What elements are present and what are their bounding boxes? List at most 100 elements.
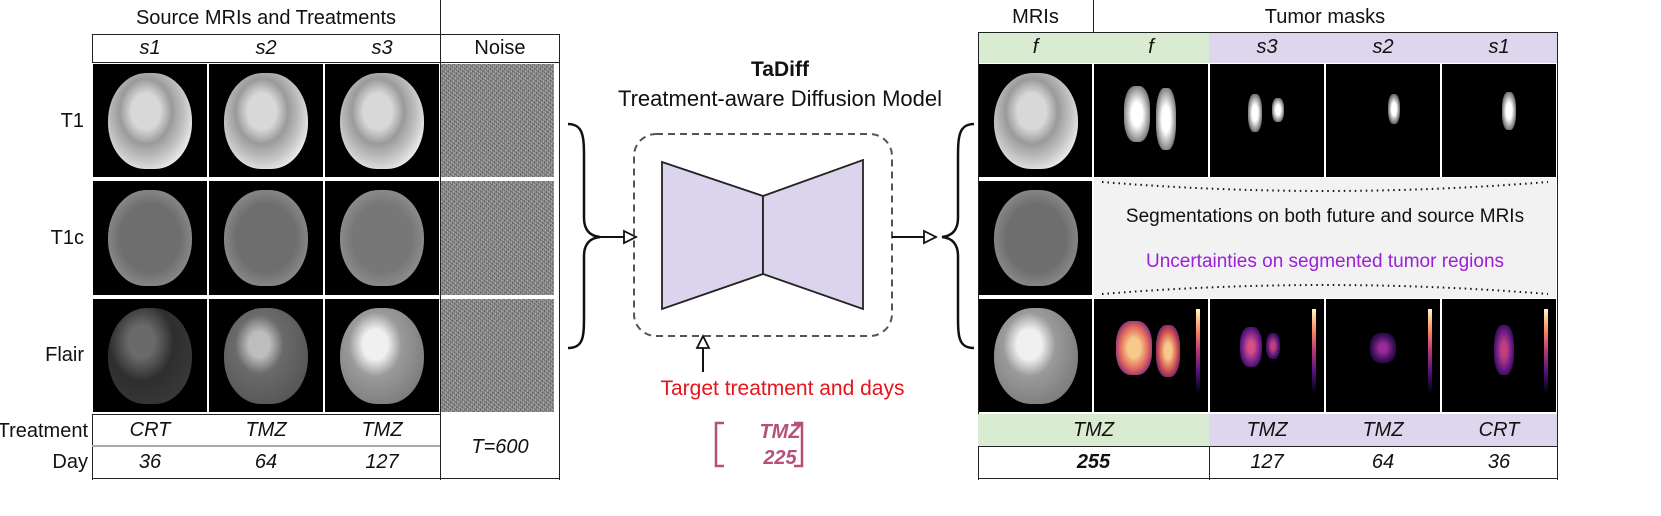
brain-image: [993, 72, 1078, 169]
divider: [92, 414, 93, 480]
mri-t1c-s3: [325, 181, 439, 295]
uncertainty-blob: [1266, 333, 1280, 359]
treatment-s3: TMZ: [361, 419, 403, 441]
brain-image: [108, 72, 192, 169]
mri-t1c-s1: [93, 181, 207, 295]
divider: [978, 32, 979, 480]
treatment-s1: CRT: [129, 419, 171, 441]
uncertainty-map-s1: [1442, 299, 1556, 412]
divider: [978, 32, 1558, 33]
model-subtitle: Treatment-aware Diffusion Model: [617, 86, 943, 111]
column-header-s2: s2: [255, 36, 277, 59]
noise-image: [441, 299, 554, 412]
uncertainty-blob: [1370, 333, 1396, 363]
tumor-mask: [1124, 86, 1150, 142]
input-arrowhead: [623, 229, 639, 245]
uncertainty-map-s3: [1210, 299, 1324, 412]
row-label-t1: T1: [60, 109, 84, 132]
row-label-t1c: T1c: [50, 226, 84, 249]
target-bracket-right: [794, 421, 804, 468]
column-header-s3: s3: [1256, 36, 1278, 58]
unet-encoder: [661, 160, 764, 311]
segmentation-text: Segmentations on both future and source …: [1125, 206, 1525, 227]
divider: [559, 34, 560, 480]
day-row-label: Day: [52, 450, 88, 473]
tumor-mask: [1502, 92, 1516, 130]
brain-image: [993, 307, 1078, 404]
segmentation-note: [1094, 178, 1556, 298]
mask-s1: [1442, 64, 1556, 177]
colorbar: [1544, 309, 1548, 393]
brain-image: [340, 307, 424, 404]
brain-image: [340, 72, 424, 169]
target-treatment: TMZ: [759, 420, 801, 443]
brain-image: [108, 307, 192, 404]
left-panel: Source MRIs and Treatments s1 s2 s3 Nois…: [0, 0, 560, 480]
future-mri-t1: [979, 64, 1092, 177]
mri-t1-s3: [325, 64, 439, 177]
future-mri-flair: [979, 299, 1092, 412]
target-day: 225: [763, 446, 797, 469]
mri-t1c-s2: [209, 181, 323, 295]
divider: [92, 414, 440, 415]
row-label-flair: Flair: [45, 343, 84, 366]
future-mri-t1c: [979, 181, 1092, 295]
mri-header: MRIs: [1012, 5, 1059, 28]
mask-s2: [1326, 64, 1440, 177]
treatment-s3: TMZ: [1246, 418, 1288, 441]
uncertainty-blob: [1116, 321, 1152, 375]
source-header-bg: [1209, 32, 1557, 63]
column-header-s2: s2: [1372, 36, 1394, 58]
noise-image: [441, 181, 554, 295]
column-header-s3: s3: [371, 36, 393, 59]
day-s3: 127: [1250, 451, 1284, 473]
divider: [92, 34, 93, 62]
brain-image: [224, 72, 308, 169]
day-s1: 36: [138, 451, 162, 473]
mri-flair-s2: [209, 299, 323, 412]
unet-decoder: [762, 158, 864, 311]
uncertainty-blob: [1494, 325, 1514, 375]
center-diagram: [567, 122, 975, 468]
uncertainty-map-s2: [1326, 299, 1440, 412]
treatment-future: TMZ: [1072, 418, 1115, 441]
target-label: Target treatment and days: [660, 377, 905, 400]
treatment-s2: TMZ: [1362, 418, 1404, 441]
tumor-mask: [1248, 94, 1262, 132]
treatment-s2: TMZ: [245, 419, 287, 441]
day-s3: 127: [365, 451, 399, 473]
note-arc: [1101, 181, 1549, 295]
treatment-s1: CRT: [1478, 418, 1520, 441]
colorbar: [1312, 309, 1316, 393]
mri-flair-s3: [325, 299, 439, 412]
mask-s3: [1210, 64, 1324, 177]
left-brace: [567, 122, 601, 350]
divider: [92, 478, 560, 479]
divider: [1093, 0, 1094, 32]
brain-image: [340, 190, 424, 286]
right-panel: MRIs Tumor masks f f s3 s2 s1 Segmentati…: [978, 0, 1558, 480]
uncertainty-map-future: [1094, 299, 1208, 412]
column-header-s1: s1: [1488, 36, 1510, 58]
tumor-mask: [1156, 88, 1176, 150]
column-header-noise: Noise: [474, 36, 526, 59]
column-header-f-mask: f: [1148, 36, 1154, 58]
tumor-mask: [1388, 94, 1400, 124]
brain-image: [993, 190, 1078, 286]
mri-flair-s1: [93, 299, 207, 412]
divider: [92, 62, 560, 63]
divider: [1209, 446, 1210, 480]
future-treatment-bg: [978, 414, 1209, 446]
divider: [440, 0, 441, 480]
uncertainty-blob: [1240, 327, 1262, 367]
colorbar: [1196, 309, 1200, 393]
uncertainty-text: Uncertainties on segmented tumor regions: [1145, 251, 1505, 272]
mri-t1-s2: [209, 64, 323, 177]
divider: [92, 34, 560, 35]
column-header-f-mri: f: [1032, 36, 1039, 58]
brain-image: [224, 307, 308, 404]
day-s2: 64: [254, 451, 278, 473]
model-title: TaDiff: [751, 58, 809, 81]
divider: [978, 478, 1558, 479]
future-header-bg: [978, 32, 1209, 63]
